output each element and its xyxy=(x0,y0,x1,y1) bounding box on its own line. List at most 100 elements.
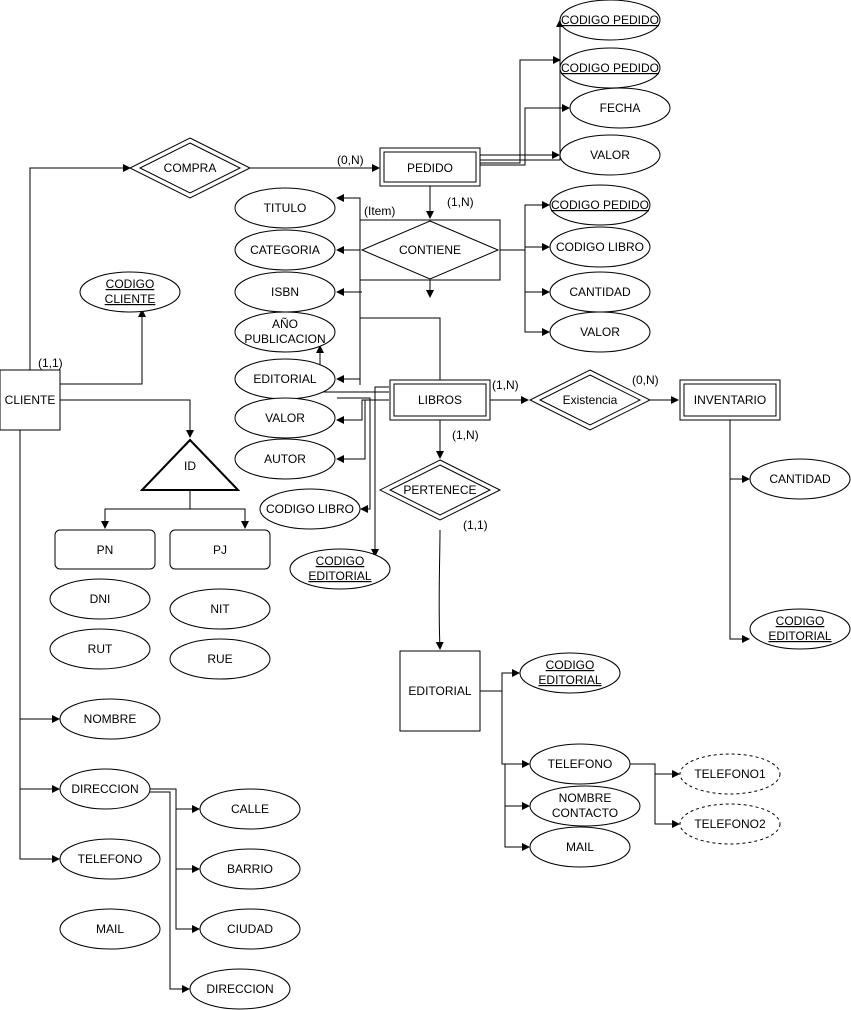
connector-contiene-valor xyxy=(524,292,550,336)
connector-inventario-cantidad xyxy=(729,420,750,483)
attr-contiene-cantidad[interactable]: CANTIDAD xyxy=(549,271,651,313)
attr-ed-telefono2[interactable]: TELEFONO2 xyxy=(679,803,781,845)
connector-direccion-barrio xyxy=(175,809,200,873)
entity-inventario-label: INVENTARIO xyxy=(694,393,766,407)
connector-libros-codigo-editorial xyxy=(371,386,389,557)
attr-libro-categoria[interactable]: CATEGORIA xyxy=(234,229,336,271)
attr-cliente-codigo[interactable]: CODIGO CLIENTE xyxy=(79,271,181,313)
attr-dir-calle[interactable]: CALLE xyxy=(199,788,301,830)
card-compra-pedido: (0,N) xyxy=(337,153,364,167)
attr-dir-barrio[interactable]: BARRIO xyxy=(199,848,301,890)
attr-cliente-direccion[interactable]: DIRECCION xyxy=(59,768,151,810)
attr-pedido-valor[interactable]: VALOR xyxy=(559,134,661,176)
attr-cliente-nombre-label: NOMBRE xyxy=(84,712,137,726)
entity-pedido[interactable]: PEDIDO xyxy=(379,147,481,187)
entity-libros[interactable]: LIBROS xyxy=(389,379,491,421)
attr-cliente-mail[interactable]: MAIL xyxy=(59,908,161,950)
connector-libros-autor xyxy=(336,400,366,463)
attr-libro-autor[interactable]: AUTOR xyxy=(234,438,336,480)
attr-contiene-codigo-pedido[interactable]: CODIGO PEDIDO xyxy=(549,184,651,226)
attr-libro-titulo-label: TITULO xyxy=(264,201,307,215)
attr-pedido-valor-label: VALOR xyxy=(590,148,630,162)
connector-pedido-codigo2 xyxy=(480,56,561,164)
attr-cliente-telefono[interactable]: TELEFONO xyxy=(59,838,161,880)
connector-direccion-calle xyxy=(150,788,200,813)
connector-editorial-mail xyxy=(504,806,530,851)
attr-contiene-valor-label: VALOR xyxy=(580,325,620,339)
attr-dir-barrio-label: BARRIO xyxy=(227,862,273,876)
entity-cliente[interactable]: CLIENTE xyxy=(0,369,61,431)
connector-cliente-codigo xyxy=(60,309,146,385)
attr-libro-anio-publicacion[interactable]: AÑO PUBLICACION xyxy=(234,311,336,353)
connector-inventario-codigo-editorial xyxy=(729,479,750,643)
card-existencia-inventario: (0,N) xyxy=(632,373,659,387)
attr-libro-autor-label: AUTOR xyxy=(264,452,306,466)
attr-libro-titulo[interactable]: TITULO xyxy=(234,187,336,229)
attr-libro-codigo-editorial-label-2: EDITORIAL xyxy=(308,569,371,583)
attr-pj-rue[interactable]: RUE xyxy=(169,638,271,680)
attr-inv-codigo-editorial[interactable]: CODIGO EDITORIAL xyxy=(749,608,851,650)
attr-pedido-fecha[interactable]: FECHA xyxy=(569,87,671,129)
attr-ed-codigo-label-1: CODIGO xyxy=(546,658,595,672)
attr-ed-telefono1-label: TELEFONO1 xyxy=(694,767,766,781)
attr-pn-dni[interactable]: DNI xyxy=(49,578,151,620)
attr-cliente-codigo-label-2: CLIENTE xyxy=(105,292,156,306)
relationship-compra[interactable]: COMPRA xyxy=(128,137,252,199)
attr-libro-isbn[interactable]: ISBN xyxy=(234,271,336,313)
relationship-pertenece-label: PERTENECE xyxy=(403,483,476,497)
attr-pn-rut[interactable]: RUT xyxy=(49,628,151,670)
relationship-existencia-label: Existencia xyxy=(563,393,618,407)
attr-ed-nombre-contacto[interactable]: NOMBRE CONTACTO xyxy=(529,785,641,827)
attr-cliente-nombre[interactable]: NOMBRE xyxy=(59,698,161,740)
connector-pertenece-editorial xyxy=(435,529,444,650)
connector-cliente-id xyxy=(60,399,194,438)
attr-ed-mail[interactable]: MAIL xyxy=(529,826,631,868)
attr-libro-valor[interactable]: VALOR xyxy=(234,397,336,439)
attr-libro-isbn-label: ISBN xyxy=(271,285,299,299)
entity-inventario[interactable]: INVENTARIO xyxy=(679,379,781,421)
attr-libro-codigo-editorial[interactable]: CODIGO EDITORIAL xyxy=(289,548,391,590)
attr-pn-dni-label: DNI xyxy=(90,592,111,606)
connector-id-pn xyxy=(101,490,191,529)
attr-pedido-codigo-1[interactable]: CODIGO PEDIDO xyxy=(559,0,661,41)
entity-pn[interactable]: PN xyxy=(54,529,156,570)
attr-ed-telefono[interactable]: TELEFONO xyxy=(529,743,631,785)
attr-inv-codigo-editorial-label-1: CODIGO xyxy=(776,614,825,628)
relationship-contiene[interactable]: CONTIENE xyxy=(359,219,501,281)
entity-cliente-label: CLIENTE xyxy=(5,393,56,407)
entity-pj[interactable]: PJ xyxy=(169,529,271,570)
attr-dir-calle-label: CALLE xyxy=(231,802,269,816)
attr-pedido-fecha-label: FECHA xyxy=(600,101,641,115)
attr-contiene-cantidad-label: CANTIDAD xyxy=(569,285,631,299)
attr-libro-editorial[interactable]: EDITORIAL xyxy=(234,358,336,400)
attr-inv-codigo-editorial-label-2: EDITORIAL xyxy=(768,629,831,643)
connector-libros-codigo-libro xyxy=(337,397,371,513)
attr-libro-editorial-label: EDITORIAL xyxy=(253,372,316,386)
attr-ed-telefono1[interactable]: TELEFONO1 xyxy=(679,753,781,795)
card-item: (Item) xyxy=(364,204,395,218)
card-libros-pertenece: (1,N) xyxy=(452,428,479,442)
attr-pedido-codigo-2[interactable]: CODIGO PEDIDO xyxy=(559,47,661,89)
relationship-id[interactable]: ID xyxy=(139,438,241,491)
relationship-existencia[interactable]: Existencia xyxy=(528,369,652,431)
attr-dir-ciudad[interactable]: CIUDAD xyxy=(199,908,301,950)
attr-dir-direccion-label: DIRECCION xyxy=(206,982,273,996)
entity-editorial[interactable]: EDITORIAL xyxy=(399,650,481,732)
connector-libros-titulo xyxy=(336,194,361,385)
attr-ed-telefono-label: TELEFONO xyxy=(548,757,613,771)
relationship-pertenece[interactable]: PERTENECE xyxy=(378,459,502,521)
connector-editorial-telefono xyxy=(501,691,530,768)
attr-pedido-codigo-1-label: CODIGO PEDIDO xyxy=(561,13,659,27)
attr-dir-ciudad-label: CIUDAD xyxy=(227,922,273,936)
attr-ed-codigo-editorial[interactable]: CODIGO EDITORIAL xyxy=(519,652,621,694)
attr-pj-nit[interactable]: NIT xyxy=(169,588,271,630)
cardinality-labels: (0,N) (1,N) (Item) (1,1) (1,N) (0,N) (1,… xyxy=(38,153,659,532)
attr-ed-nombre-contacto-label-2: CONTACTO xyxy=(552,806,618,820)
attr-libro-codigo-libro[interactable]: CODIGO LIBRO xyxy=(259,488,361,530)
attr-contiene-valor[interactable]: VALOR xyxy=(549,311,651,353)
attr-contiene-codigo-libro[interactable]: CODIGO LIBRO xyxy=(549,226,651,268)
attr-inv-cantidad[interactable]: CANTIDAD xyxy=(749,458,851,500)
attr-dir-direccion[interactable]: DIRECCION xyxy=(189,968,291,1010)
attr-cliente-direccion-label: DIRECCION xyxy=(71,782,138,796)
